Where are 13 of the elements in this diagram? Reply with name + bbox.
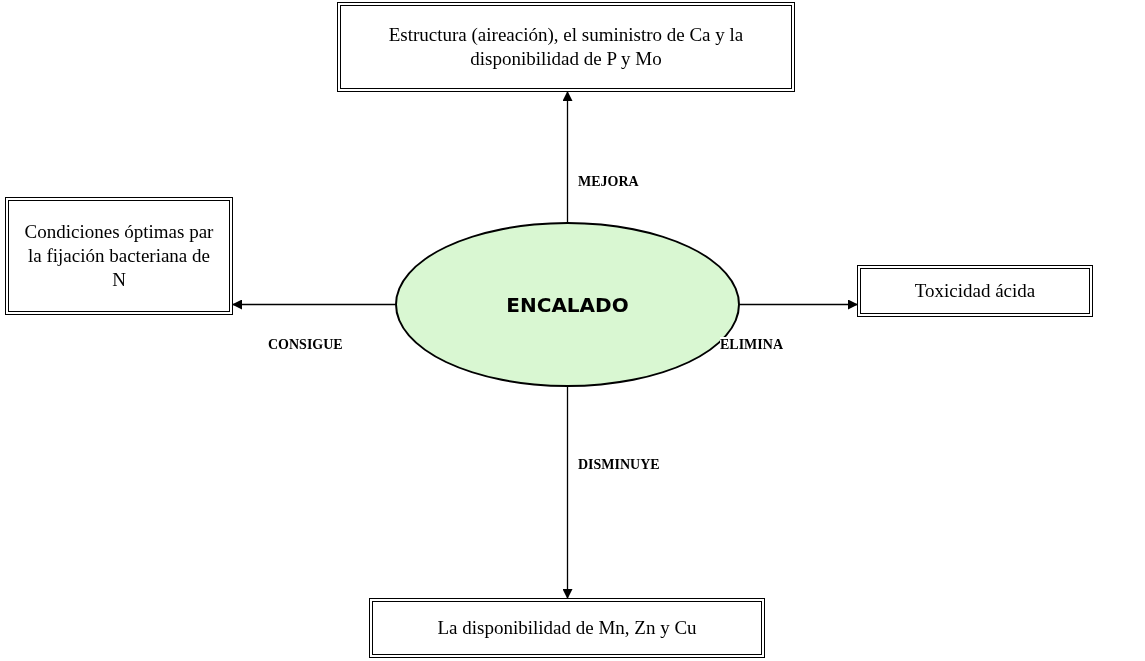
arrow: [562, 91, 573, 223]
double-border-box: [5, 197, 233, 315]
node-title: ENCALADO: [506, 292, 629, 317]
double-border-box: [369, 598, 765, 658]
double-border-box: [337, 2, 795, 92]
double-border-box: [857, 265, 1093, 317]
arrow: [739, 299, 858, 310]
box-text: Toxicidad ácida: [914, 279, 1036, 303]
box-text: La disponibilidad de Mn, Zn y Cu: [437, 616, 697, 640]
arrow: [232, 299, 396, 310]
box-text: Condiciones óptimas par la fijación bacteriana de N: [23, 220, 215, 292]
arrow: [562, 386, 573, 599]
box-text: Estructura (aireación), el suministro de Ca y la disponibilidad de P y Mo: [387, 23, 745, 71]
